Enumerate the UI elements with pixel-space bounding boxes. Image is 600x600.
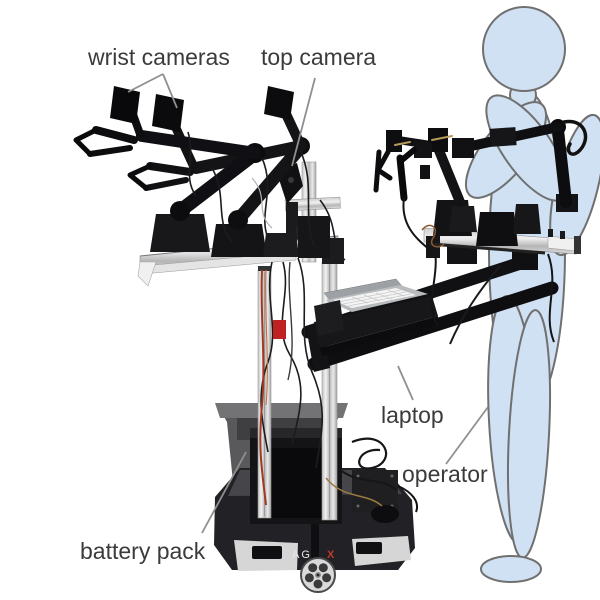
wrist-camera-rear — [152, 94, 184, 132]
base-logo-accent: X — [327, 549, 335, 561]
laptop — [314, 278, 428, 336]
red-connector — [273, 320, 286, 339]
cables-teleop — [402, 197, 555, 345]
caster-fork — [311, 518, 319, 562]
wrist-camera-front — [110, 86, 140, 124]
top-camera-lens — [288, 177, 294, 183]
leader-operator — [445, 406, 489, 465]
operator-head — [482, 6, 566, 92]
operator-silhouette — [464, 6, 600, 583]
base-rear-bracket — [352, 470, 399, 523]
leader-battery — [201, 451, 247, 534]
operator-foot — [480, 555, 542, 583]
label-battery-pack: battery pack — [80, 538, 206, 564]
leader-wrist-right — [162, 73, 178, 109]
cables-column — [259, 257, 324, 506]
label-top-camera: top camera — [261, 44, 377, 70]
leader-wrist-left — [127, 73, 164, 93]
follower-arm-front — [73, 86, 265, 252]
caster-wheel — [300, 557, 336, 593]
cables-upper — [187, 131, 346, 261]
leader-arm-right — [396, 119, 588, 246]
leader-arms — [373, 119, 588, 246]
label-laptop: laptop — [381, 402, 444, 428]
label-operator: operator — [402, 461, 488, 487]
leader-laptop — [397, 365, 414, 401]
annotation-leader-lines — [127, 73, 489, 534]
follower-arms — [73, 86, 330, 258]
top-camera-mount — [286, 202, 298, 234]
cables-base — [325, 437, 418, 513]
label-wrist-cameras: wrist cameras — [88, 44, 230, 70]
laptop-shelf — [314, 296, 438, 356]
power-brick — [314, 300, 344, 336]
base-logo: AG — [292, 549, 312, 561]
leader-top-camera — [291, 77, 316, 167]
